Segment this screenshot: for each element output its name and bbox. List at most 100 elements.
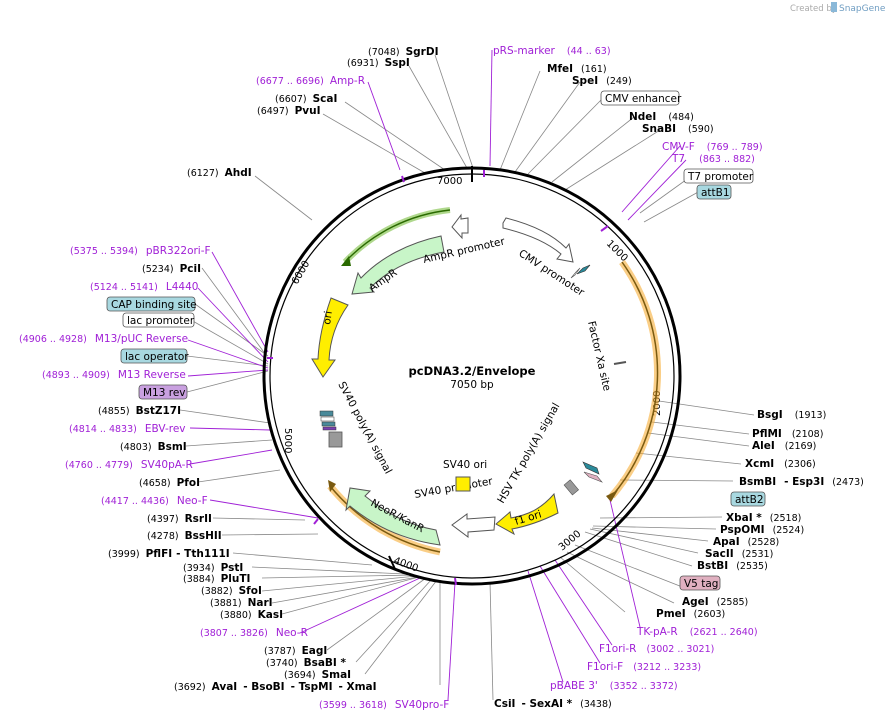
neo-f-primer[interactable]: (4417 .. 4436)Neo-F [101, 495, 208, 507]
eagi-site[interactable]: (3787)EagI [264, 645, 327, 657]
f1-ori-arrow [495, 492, 559, 536]
sgrdi-site[interactable]: (7048)SgrDI [368, 46, 438, 58]
lac-cluster [319, 410, 337, 431]
pmei-site[interactable]: PmeI(2603) [656, 608, 725, 620]
sfoi-site[interactable]: (3882)SfoI [201, 585, 262, 597]
ring-tick-5000: 5000 [282, 428, 293, 453]
snapgene-brand: SnapGene [839, 4, 886, 14]
smai-site[interactable]: (3694)SmaI [284, 669, 351, 681]
sacii-site[interactable]: SacII(2531) [705, 548, 773, 560]
f1ori-r-primer[interactable]: F1ori-R(3002 .. 3021) [599, 643, 714, 655]
agei-site[interactable]: AgeI(2585) [682, 596, 748, 608]
bsgi-site[interactable]: BsgI(1913) [757, 409, 826, 421]
envelope-orf-halo [609, 259, 661, 499]
spei-site[interactable]: SpeI(249) [572, 75, 632, 87]
lac-promoter-tag[interactable] [122, 312, 195, 328]
pbabe3-primer[interactable]: pBABE 3'(3352 .. 3372) [550, 680, 678, 692]
scai-site[interactable]: (6607)ScaI [275, 93, 337, 105]
v5-tag-label[interactable] [679, 575, 721, 591]
xbai-site[interactable]: XbaI *(2518) [726, 512, 801, 524]
ampr-orf-arc [344, 209, 451, 263]
pluti-site[interactable]: (3884)PluTI [183, 573, 250, 585]
t7-promoter-tag[interactable] [683, 168, 754, 184]
cap-binding-site-tag[interactable] [106, 296, 196, 312]
bsshii-site[interactable]: (4278)BssHII [147, 530, 222, 542]
ring-tick-1000: 1000 [604, 238, 630, 264]
sv40-ori-box [455, 476, 471, 492]
cmv-enhancer-tag[interactable] [600, 90, 680, 106]
leader-lines [179, 54, 755, 701]
bsabi-site[interactable]: (3740)BsaBI * [266, 657, 346, 669]
ring-tick-3000: 3000 [557, 529, 584, 554]
mfei-site[interactable]: MfeI(161) [547, 63, 607, 75]
bstz17i-site[interactable]: (4855)BstZ17I [98, 405, 181, 417]
alei-site[interactable]: AleI(2169) [752, 440, 816, 452]
pfoi-site[interactable]: (4658)PfoI [139, 477, 200, 489]
apai-site[interactable]: ApaI(2528) [713, 536, 779, 548]
m13-rev-box [322, 426, 337, 431]
snabi-site[interactable]: SnaBI(590) [642, 123, 714, 135]
m13-rev-text: M13 rev [143, 387, 186, 399]
envelope-orf-arrowhead [606, 490, 618, 502]
lower-orf-arc [329, 485, 441, 553]
nari-site[interactable]: (3881)NarI [210, 597, 273, 609]
m13-rev-tag[interactable] [138, 384, 188, 400]
attb1-text: attB1 [701, 187, 730, 199]
v5-tag-text: V5 tag [684, 578, 718, 590]
attb1-tag[interactable] [696, 184, 732, 200]
csii-site[interactable]: CsiI- SexAI *(3438) [494, 698, 612, 710]
factor-xa-label: Factor Xa site [585, 320, 613, 392]
bstbi-site[interactable]: BstBI(2535) [697, 560, 768, 572]
ring-tick-7000: 7000 [437, 176, 462, 187]
pflfi-site[interactable]: (3999)PflFI- Tth111I [108, 548, 230, 560]
tk-pa-r-primer[interactable]: TK-pA-R(2621 .. 2640) [636, 626, 758, 638]
cmv-f-primer[interactable]: CMV-F(769 .. 789) [662, 141, 763, 153]
prs-marker-primer[interactable]: pRS-marker(44 .. 63) [493, 45, 611, 57]
neo-r-primer[interactable]: (3807 .. 3826)Neo-R [200, 627, 308, 639]
amp-r-primer[interactable]: (6677 .. 6696)Amp-R [256, 75, 365, 87]
neor-kanr-arrow [345, 487, 441, 546]
m13-puc-reverse-primer[interactable]: (4906 .. 4928)M13/pUC Reverse [19, 333, 188, 345]
hsv-tk-polya-label: HSV TK poly(A) signal [495, 401, 562, 505]
ampr-arrow [351, 235, 445, 295]
v5-tag-marker-icon [583, 471, 603, 483]
attb2-tag[interactable] [730, 491, 766, 507]
created-by-text: Created by [790, 4, 837, 14]
attb2-text: attB2 [735, 494, 764, 506]
pvui-site[interactable]: (6497)PvuI [257, 105, 321, 117]
pcii-site[interactable]: (5234)PciI [142, 263, 201, 275]
bsmbi-site[interactable]: BsmBI- Esp3I(2473) [739, 476, 864, 488]
sv40pa-r-primer[interactable]: (4760 .. 4779)SV40pA-R [65, 459, 193, 471]
lac-operator-text: lac operator [125, 351, 189, 363]
kasi-site[interactable]: (3880)KasI [220, 609, 283, 621]
sv40pro-f-primer[interactable]: (3599 .. 3618)SV40pro-F [319, 699, 449, 711]
m13-reverse-primer[interactable]: (4893 .. 4909)M13 Reverse [42, 369, 186, 381]
t7-primer[interactable]: T7(863 .. 882) [671, 153, 755, 165]
t7-small-feature-icon [570, 267, 581, 279]
cap-binding-site-text: CAP binding site [111, 299, 197, 311]
xcmi-site[interactable]: XcmI(2306) [745, 458, 816, 470]
snapgene-logo-icon [831, 2, 837, 12]
pflmi-site[interactable]: PflMI(2108) [752, 428, 823, 440]
avai-site[interactable]: (3692)AvaI- BsoBI- TspMI- XmaI [174, 681, 377, 693]
l4440-primer[interactable]: (5124 .. 5141)L4440 [90, 281, 198, 293]
pspomi-site[interactable]: PspOMI(2524) [720, 524, 804, 536]
hsv-tk-polya-box [563, 479, 579, 496]
f1ori-f-primer[interactable]: F1ori-F(3212 .. 3233) [587, 661, 701, 673]
ring-tick-6000: 6000 [290, 259, 312, 287]
lower-orf-arrowhead [328, 480, 336, 492]
sv40-polya-label: SV40 poly(A) signal [335, 380, 394, 476]
bsmi-site[interactable]: (4803)BsmI [120, 441, 187, 453]
ebv-rev-primer[interactable]: (4814 .. 4833)EBV-rev [69, 423, 186, 435]
lac-promoter-box [320, 416, 335, 422]
sv40-promoter-arrow [451, 513, 496, 538]
pbr322ori-f-primer[interactable]: (5375 .. 5394)pBR322ori-F [70, 245, 211, 257]
psti-site[interactable]: (3934)PstI [183, 562, 243, 574]
ndei-site[interactable]: NdeI(484) [629, 111, 694, 123]
rsrii-site[interactable]: (4397)RsrII [147, 513, 212, 525]
attb2-marker-icon [582, 461, 600, 475]
sspi-site[interactable]: (6931)SspI [347, 57, 410, 69]
lac-operator-tag[interactable] [120, 348, 188, 364]
primer-leader-lines [187, 49, 687, 701]
ahdi-site[interactable]: (6127)AhdI [187, 167, 252, 179]
